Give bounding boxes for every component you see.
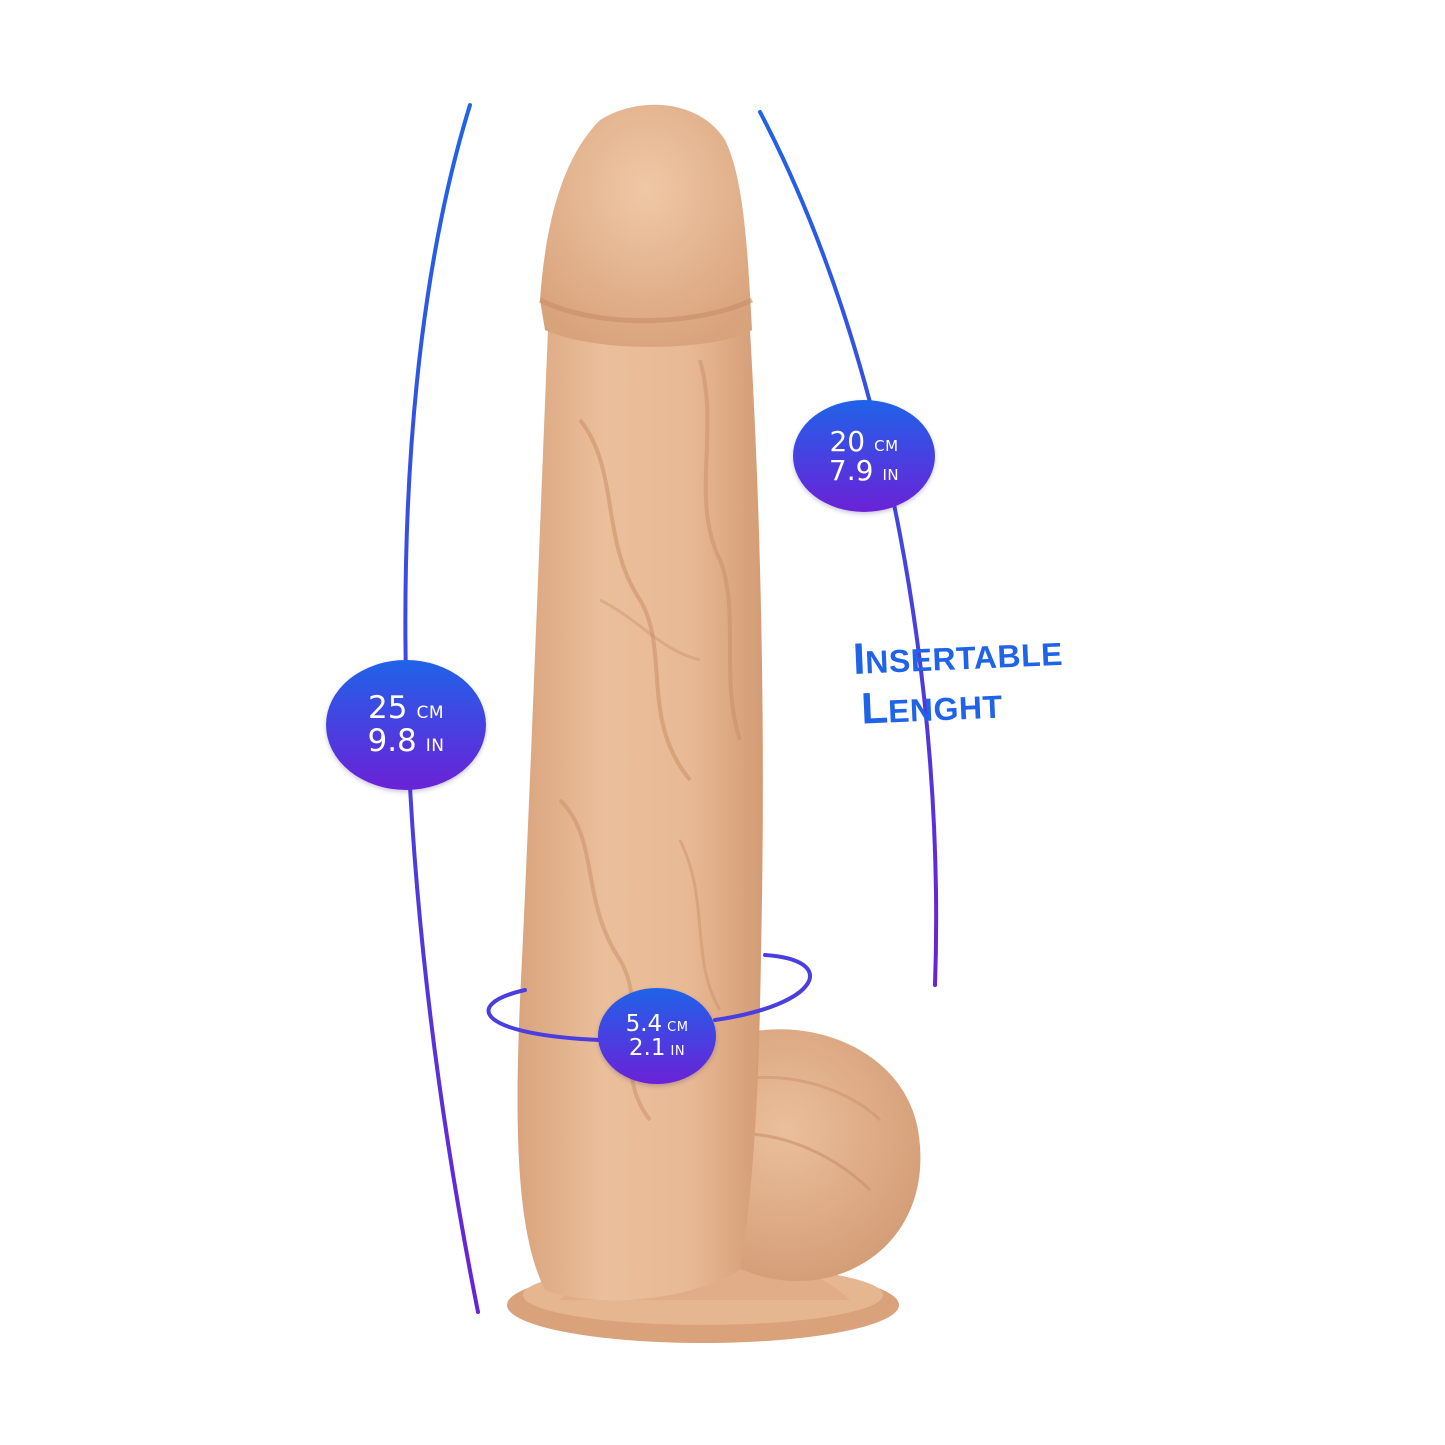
insertable-length-arc [758, 110, 939, 987]
insertable-length-cm-unit: CM [874, 436, 899, 455]
insertable-length-in-value: 7.9 [828, 454, 874, 487]
insertable-length-label: INSERTABLE LENGHT [852, 629, 1066, 734]
diameter-badge: 5.4 CM 2.1 IN [598, 988, 716, 1084]
insertable-label-line2-rest: ENGHT [887, 688, 1004, 730]
total-length-arc [403, 103, 480, 1314]
insertable-length-cm-value: 20 [829, 424, 866, 458]
product-shaft [517, 330, 763, 1301]
girth-ring-icon [486, 953, 812, 1042]
diameter-in-value: 2.1 [628, 1035, 666, 1061]
total-length-cm-unit: CM [416, 703, 444, 724]
total-length-cm-value: 25 [368, 690, 408, 727]
product-head [538, 104, 754, 347]
diameter-cm-unit: CM [667, 1019, 689, 1035]
insertable-label-line1-rest: NSERTABLE [864, 635, 1064, 681]
insertable-length-badge: 20 CM 7.9 IN [793, 400, 935, 512]
total-length-in-unit: IN [425, 736, 445, 756]
insertable-length-in-unit: IN [882, 466, 900, 484]
diameter-cm-value: 5.4 [625, 1010, 663, 1037]
insertable-label-line2-cap: L [860, 683, 890, 734]
total-length-badge: 25 CM 9.8 IN [326, 660, 486, 790]
total-length-in-value: 9.8 [367, 723, 417, 759]
diameter-in-unit: IN [670, 1044, 686, 1059]
